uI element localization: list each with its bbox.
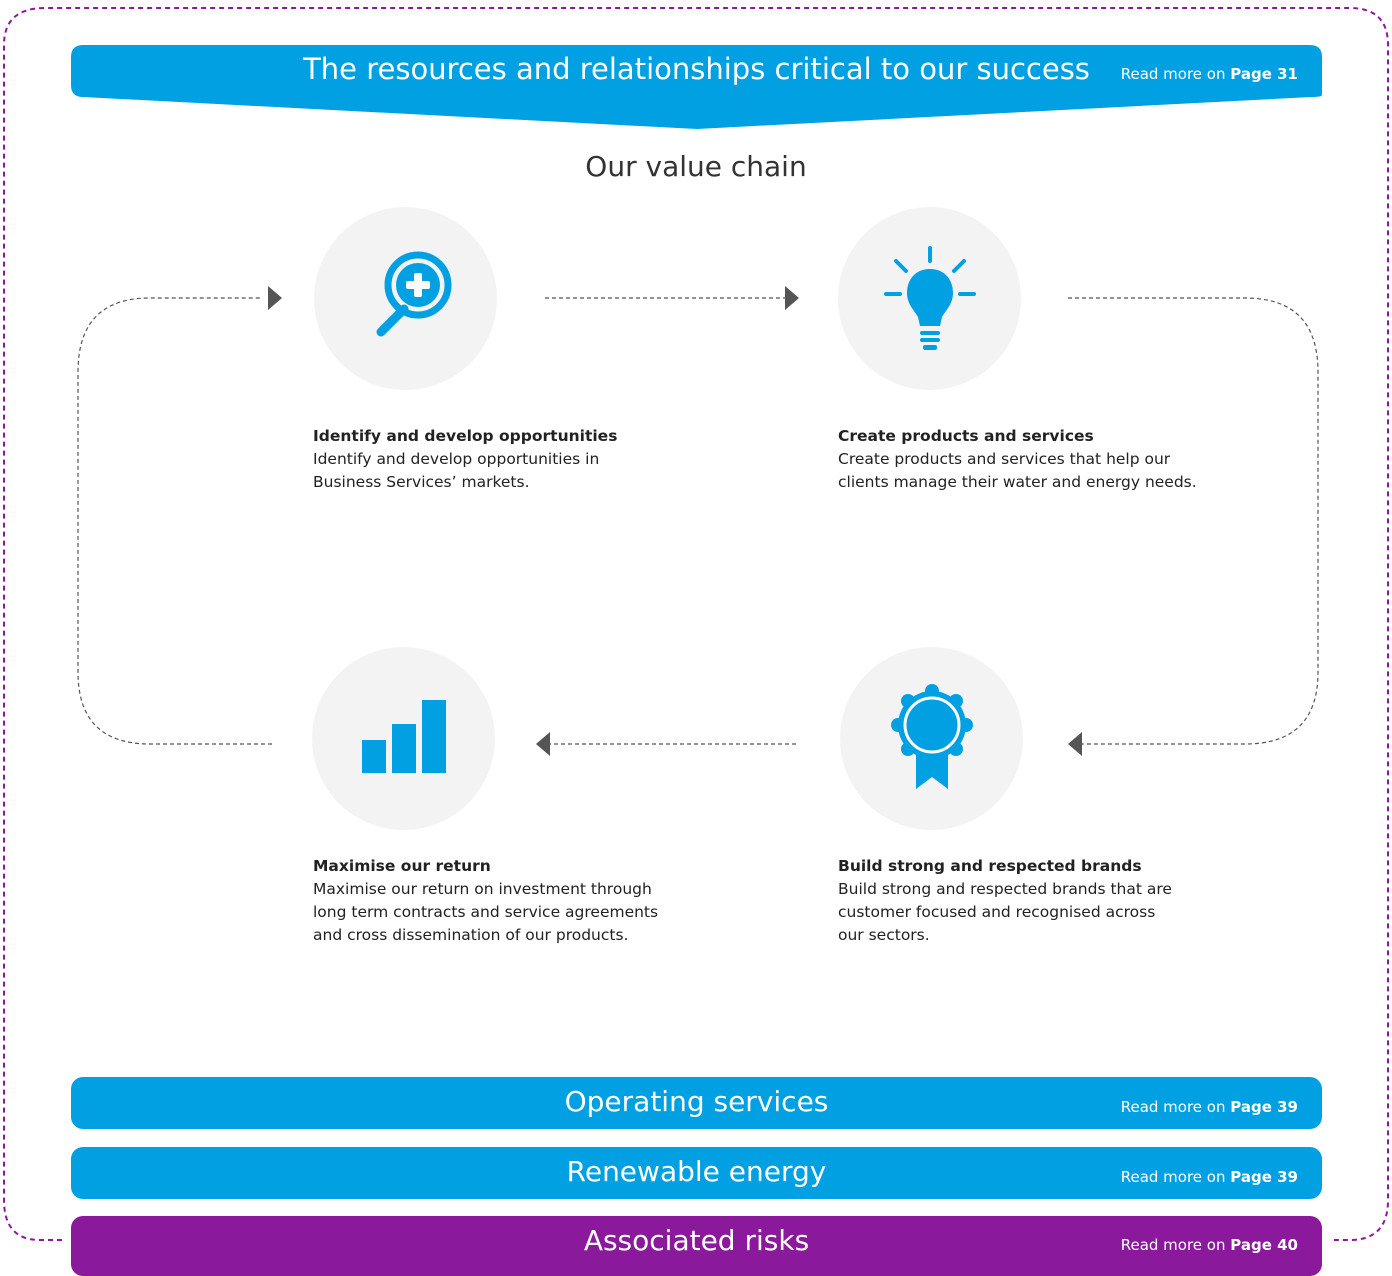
step-4-text: Build strong and respected brands Build … bbox=[838, 855, 1172, 947]
step-3-title: Maximise our return bbox=[313, 857, 491, 875]
associated-risks-title: Associated risks bbox=[583, 1224, 810, 1257]
step-3-desc-line-2: long term contracts and service agreemen… bbox=[313, 903, 659, 921]
step-4-desc-line-2: customer focused and recognised across bbox=[838, 903, 1156, 921]
value-chain-title: Our value chain bbox=[585, 150, 807, 183]
step-2-text: Create products and services Create prod… bbox=[838, 425, 1197, 494]
operating-services-bar: Operating services Read more on Page 39 bbox=[71, 1077, 1322, 1129]
top-banner-shape bbox=[71, 45, 1322, 129]
top-banner-read-more[interactable]: Read more on Page 31 bbox=[1120, 65, 1298, 83]
step-2-circle bbox=[838, 207, 1021, 390]
bar-chart-icon bbox=[362, 700, 446, 773]
associated-risks-read-more[interactable]: Read more on Page 40 bbox=[1120, 1236, 1298, 1254]
step-2-desc-line-1: Create products and services that help o… bbox=[838, 450, 1171, 468]
renewable-energy-read-more[interactable]: Read more on Page 39 bbox=[1120, 1168, 1298, 1186]
step-1-circle bbox=[314, 207, 497, 390]
step-1-desc-line-2: Business Services’ markets. bbox=[313, 473, 530, 491]
renewable-energy-title: Renewable energy bbox=[566, 1155, 827, 1188]
step-1-desc-line-1: Identify and develop opportunities in bbox=[313, 450, 600, 468]
associated-risks-page-ref: Page 40 bbox=[1230, 1236, 1298, 1254]
step-4-title: Build strong and respected brands bbox=[838, 857, 1142, 875]
arrowhead-right-2 bbox=[785, 286, 799, 310]
arrowhead-right-1 bbox=[268, 286, 282, 310]
award-rosette-icon bbox=[891, 684, 973, 789]
arrowhead-left-1 bbox=[1068, 732, 1082, 756]
top-banner-page-ref: Page 31 bbox=[1230, 65, 1298, 83]
step-3-text: Maximise our return Maximise our return … bbox=[313, 855, 658, 947]
step-3-circle bbox=[312, 647, 495, 830]
step-2-title: Create products and services bbox=[838, 427, 1094, 445]
step-1-text: Identify and develop opportunities Ident… bbox=[313, 425, 617, 494]
renewable-energy-bar: Renewable energy Read more on Page 39 bbox=[71, 1147, 1322, 1199]
top-banner-title: The resources and relationships critical… bbox=[303, 52, 1090, 86]
associated-risks-bar: Associated risks Read more on Page 40 bbox=[71, 1216, 1322, 1276]
step-4-circle bbox=[840, 647, 1023, 830]
magnifier-plus-icon bbox=[376, 251, 452, 337]
operating-services-read-more[interactable]: Read more on Page 39 bbox=[1120, 1098, 1298, 1116]
arrowhead-left-2 bbox=[536, 732, 550, 756]
step-3-desc-line-3: and cross dissemination of our products. bbox=[313, 926, 629, 944]
step-4-desc-line-1: Build strong and respected brands that a… bbox=[838, 880, 1172, 898]
step-1-title: Identify and develop opportunities bbox=[313, 427, 618, 445]
step-3-desc-line-1: Maximise our return on investment throug… bbox=[313, 880, 652, 898]
lightbulb-icon bbox=[884, 246, 976, 350]
operating-services-page-ref: Page 39 bbox=[1230, 1098, 1298, 1116]
step-4-desc-line-3: our sectors. bbox=[838, 926, 930, 944]
renewable-energy-page-ref: Page 39 bbox=[1230, 1168, 1298, 1186]
step-2-desc-line-2: clients manage their water and energy ne… bbox=[838, 473, 1197, 491]
operating-services-title: Operating services bbox=[564, 1085, 829, 1118]
